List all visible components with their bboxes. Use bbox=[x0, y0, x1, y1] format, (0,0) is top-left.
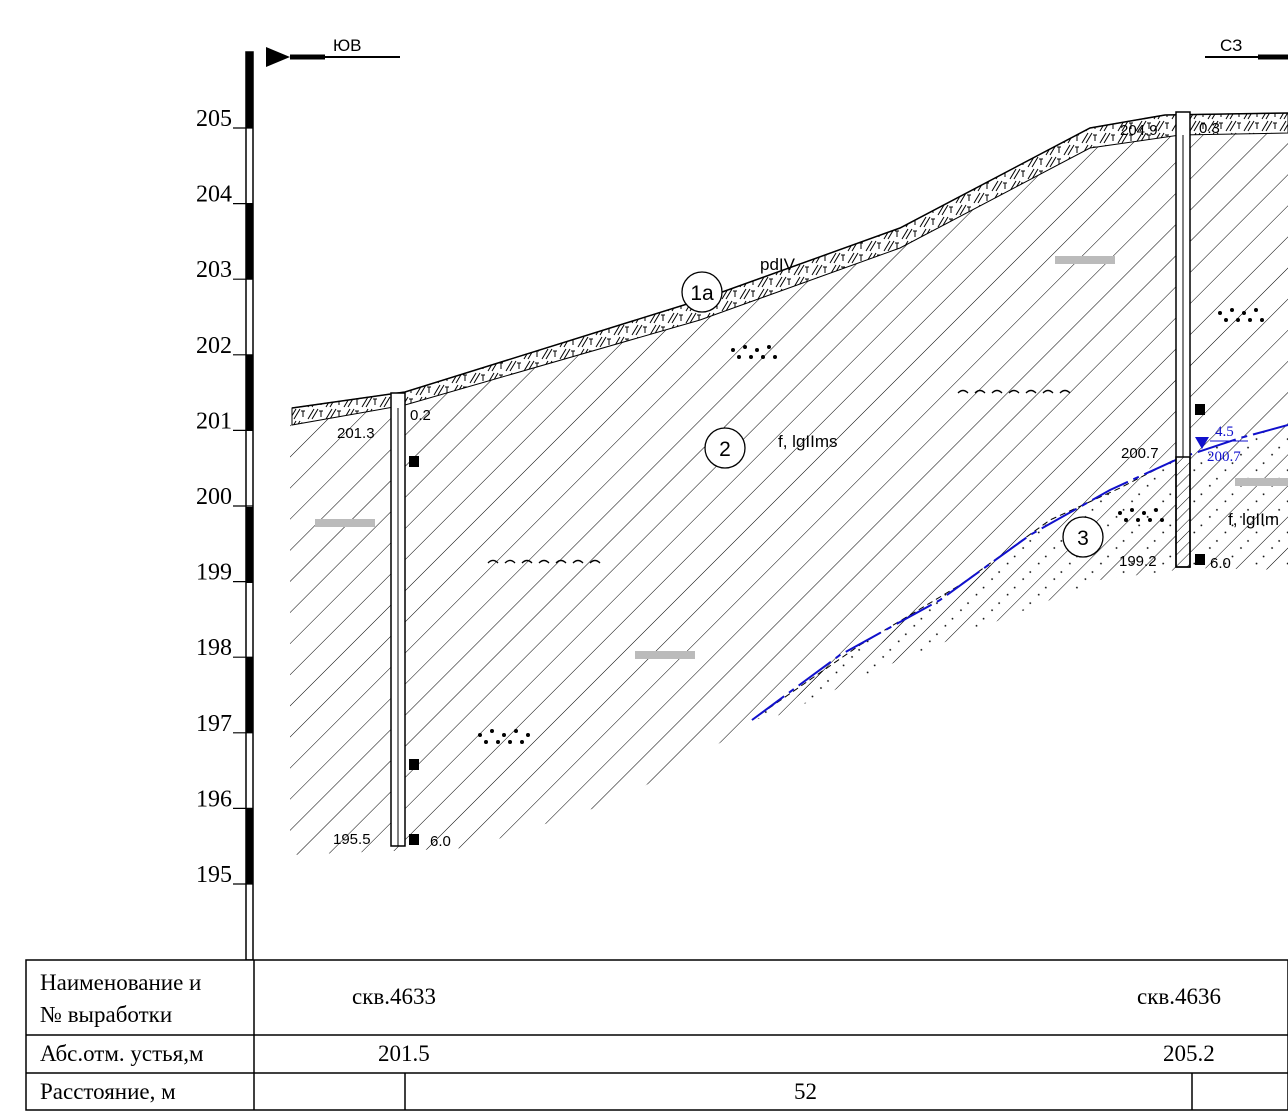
borehole-table: Наименование и № выработки скв.4633 скв.… bbox=[25, 959, 1288, 1111]
borehole-1-collar: 201.5 bbox=[378, 1041, 430, 1066]
elevation-ticks: 205 204 203 202 201 200 199 198 197 196 195 bbox=[196, 106, 253, 888]
bh1-soil-depth: 0.2 bbox=[410, 407, 431, 424]
layer-2-label: 2 f, lgIIms bbox=[704, 427, 838, 469]
bh2-boundary-elev: 200.7 bbox=[1121, 445, 1159, 462]
layer-2-index: 2 bbox=[719, 438, 731, 461]
sample-marker bbox=[409, 759, 419, 770]
row-3-label: Расстояние, м bbox=[40, 1079, 176, 1104]
direction-right: СЗ bbox=[1205, 36, 1288, 60]
bh2-water-elev: 200.7 bbox=[1207, 449, 1241, 465]
elevation-tick-label: 203 bbox=[196, 257, 232, 283]
elevation-tick-label: 195 bbox=[196, 862, 232, 888]
elevation-tick-label: 199 bbox=[196, 560, 232, 586]
layer-3-label: 3 f, lgIIm bbox=[1062, 510, 1279, 558]
elevation-tick-label: 202 bbox=[196, 333, 232, 359]
distance-value: 52 bbox=[794, 1079, 817, 1104]
bh1-ground-elev: 201.3 bbox=[337, 425, 375, 442]
sample-marker bbox=[1195, 554, 1205, 565]
layer-1a-code: pdIV bbox=[760, 255, 796, 274]
borehole-4633: 201.3 0.2 195.5 6.0 bbox=[333, 392, 451, 850]
elevation-tick-label: 197 bbox=[196, 711, 232, 737]
elevation-tick-label: 196 bbox=[196, 786, 232, 812]
elevation-tick-label: 204 bbox=[196, 182, 232, 208]
sample-marker bbox=[1195, 404, 1205, 415]
layer-2-code: f, lgIIms bbox=[778, 432, 838, 451]
layer-3-index: 3 bbox=[1077, 527, 1089, 550]
layer-3-sand bbox=[752, 423, 1288, 720]
bh2-ground-elev: 204.9 bbox=[1120, 122, 1158, 139]
sample-marker bbox=[409, 834, 419, 845]
borehole-1-name: скв.4633 bbox=[352, 984, 436, 1009]
bh2-water-depth: 4.5 bbox=[1215, 424, 1234, 440]
sample-marker bbox=[409, 456, 419, 467]
lithology-symbols bbox=[315, 256, 1288, 744]
bh2-soil-depth: 0.3 bbox=[1199, 120, 1220, 137]
layer-3-code: f, lgIIm bbox=[1228, 510, 1279, 529]
direction-left-label: ЮВ bbox=[333, 36, 362, 55]
bh2-depth: 6.0 bbox=[1210, 555, 1231, 572]
elevation-tick-label: 200 bbox=[196, 484, 232, 510]
bh1-bottom-elev: 195.5 bbox=[333, 831, 371, 848]
elevation-tick-label: 201 bbox=[196, 408, 232, 434]
direction-right-label: СЗ bbox=[1220, 36, 1242, 55]
elevation-tick-label: 205 bbox=[196, 106, 232, 132]
elevation-tick-label: 198 bbox=[196, 635, 232, 661]
borehole-2-collar: 205.2 bbox=[1163, 1041, 1215, 1066]
water-level-icon bbox=[1195, 437, 1209, 449]
borehole-4636: 204.9 0.3 200.7 199.2 6.0 4.5 200.7 bbox=[1119, 111, 1248, 572]
row-1-label-line-1: Наименование и bbox=[40, 970, 201, 995]
bh1-depth: 6.0 bbox=[430, 833, 451, 850]
direction-left: ЮВ bbox=[266, 36, 400, 67]
bh2-bottom-elev: 199.2 bbox=[1119, 553, 1157, 570]
row-2-label: Абс.отм. устья,м bbox=[40, 1041, 204, 1066]
row-1-label-line-2: № выработки bbox=[40, 1002, 172, 1027]
layer-1a-label: 1а pdIV bbox=[681, 255, 796, 313]
borehole-2-name: скв.4636 bbox=[1137, 984, 1221, 1009]
layer-1a-index: 1а bbox=[690, 282, 714, 305]
elevation-scale: 205 204 203 202 201 200 199 198 197 196 195 bbox=[196, 51, 254, 961]
layer-2-loam bbox=[290, 133, 1288, 855]
